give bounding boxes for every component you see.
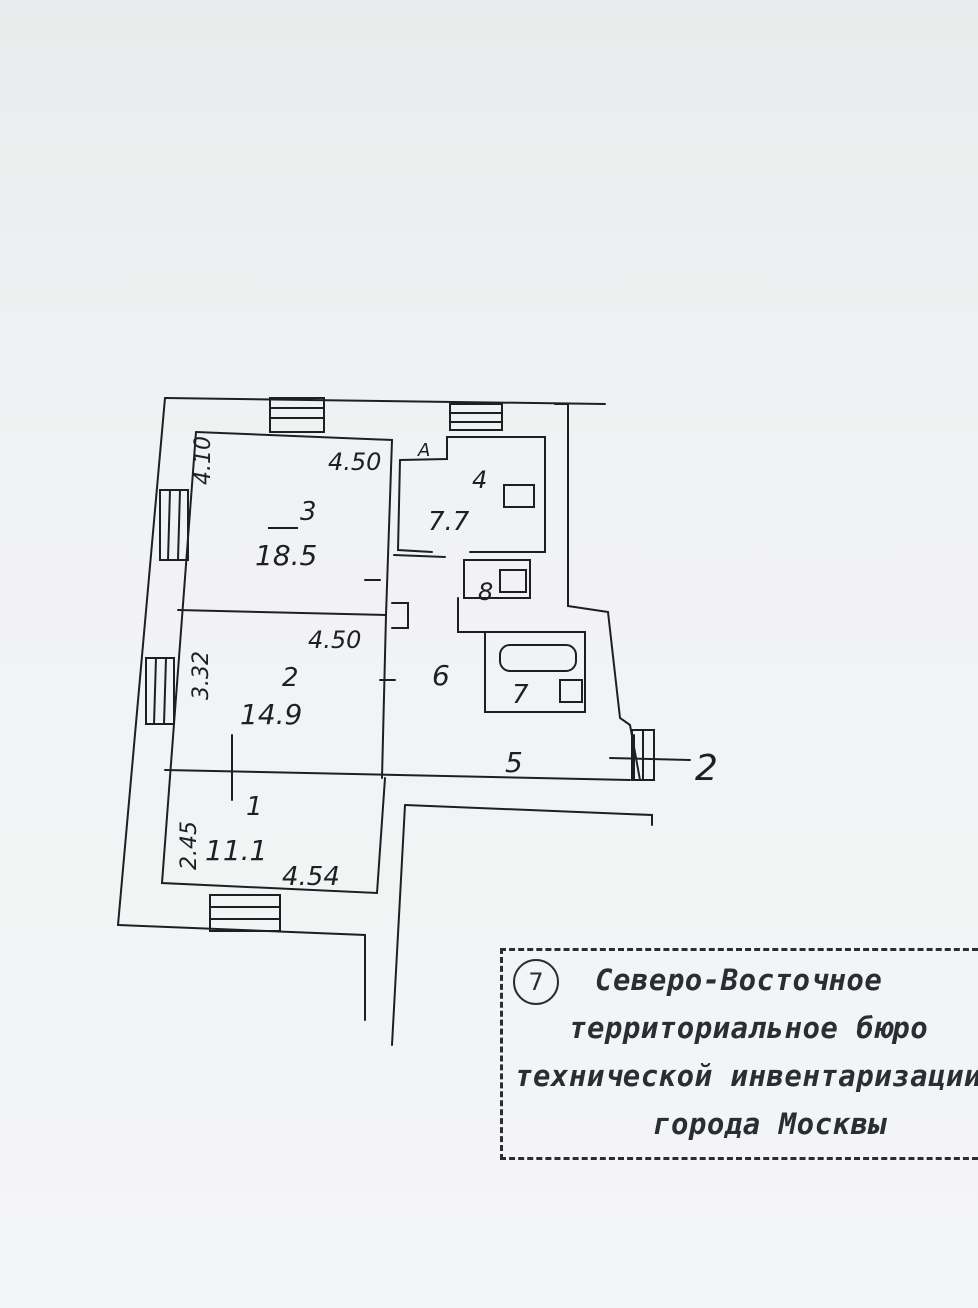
room2-depth-label: 3.32 (189, 651, 214, 700)
partition-hallway (393, 554, 446, 558)
window-left-lower (145, 657, 175, 725)
room7-number: 7 (512, 680, 529, 710)
room3-number: 3 (300, 497, 317, 527)
window-left-upper (159, 489, 189, 561)
stamp-line-4: города Москвы (653, 1107, 887, 1141)
outer-wall-top (164, 397, 606, 405)
exit-corridor-wall (391, 804, 406, 1046)
stove-fixture (503, 484, 535, 508)
stamp-line-1: Северо-Восточное (595, 963, 883, 997)
room2-number: 2 (282, 663, 299, 693)
room4-number: 4 (472, 466, 487, 494)
shaft-wall (391, 602, 409, 629)
room4-walls (399, 436, 546, 553)
room3-depth-label: 4.10 (191, 436, 216, 485)
room1-number: 1 (246, 792, 263, 822)
outer-wall-bottom (117, 924, 366, 1021)
corridor-bottom-wall (164, 769, 631, 781)
section-line (609, 757, 691, 761)
plan-walls (117, 397, 691, 1046)
toilet-fixture (499, 569, 527, 593)
marker-a: A (417, 440, 430, 461)
stamp-line-2: территориальное бюро (569, 1011, 929, 1045)
window-top-left (269, 397, 325, 433)
corridor-lower-wall (404, 804, 653, 826)
room3-walls (195, 431, 394, 616)
corridor-mark (364, 579, 396, 681)
room5-number: 5 (505, 746, 523, 779)
inner-wall-left (160, 431, 386, 895)
room1-depth-label: 2.45 (177, 821, 202, 870)
room6-number: 6 (432, 659, 450, 692)
room2-width-label: 4.50 (308, 626, 361, 654)
room4-area: 7.7 (428, 507, 470, 537)
outer-wall-left (117, 397, 166, 926)
bti-stamp: 7 Северо-Восточное территориальное бюро … (500, 948, 978, 1160)
room2-right-wall (381, 614, 387, 779)
section-label: 2 (695, 748, 718, 789)
toilet-block (463, 559, 531, 599)
bathtub-fixture (499, 644, 577, 672)
room3-area: 18.5 (255, 539, 317, 572)
stamp-number-circle: 7 (513, 959, 559, 1005)
room2-area: 14.9 (240, 698, 302, 731)
window-right (631, 729, 655, 781)
room1-area: 11.1 (205, 834, 267, 867)
right-outer-wall (554, 403, 641, 781)
bath-block (457, 597, 586, 713)
room2-divider (177, 609, 387, 616)
stamp-line-3: технической инвентаризации (515, 1059, 978, 1093)
plan-labels: 4.50 4.10 3 18.5 A 4 7.7 8 4.50 3.32 2 1… (177, 436, 718, 892)
room4-left-wall (396, 459, 433, 553)
room8-number: 8 (478, 578, 493, 606)
room1-width-label: 4.54 (282, 862, 340, 892)
room3-width-label: 4.50 (328, 448, 381, 476)
window-bottom (209, 894, 281, 932)
window-top-right (449, 403, 503, 431)
sink-fixture (559, 679, 583, 703)
